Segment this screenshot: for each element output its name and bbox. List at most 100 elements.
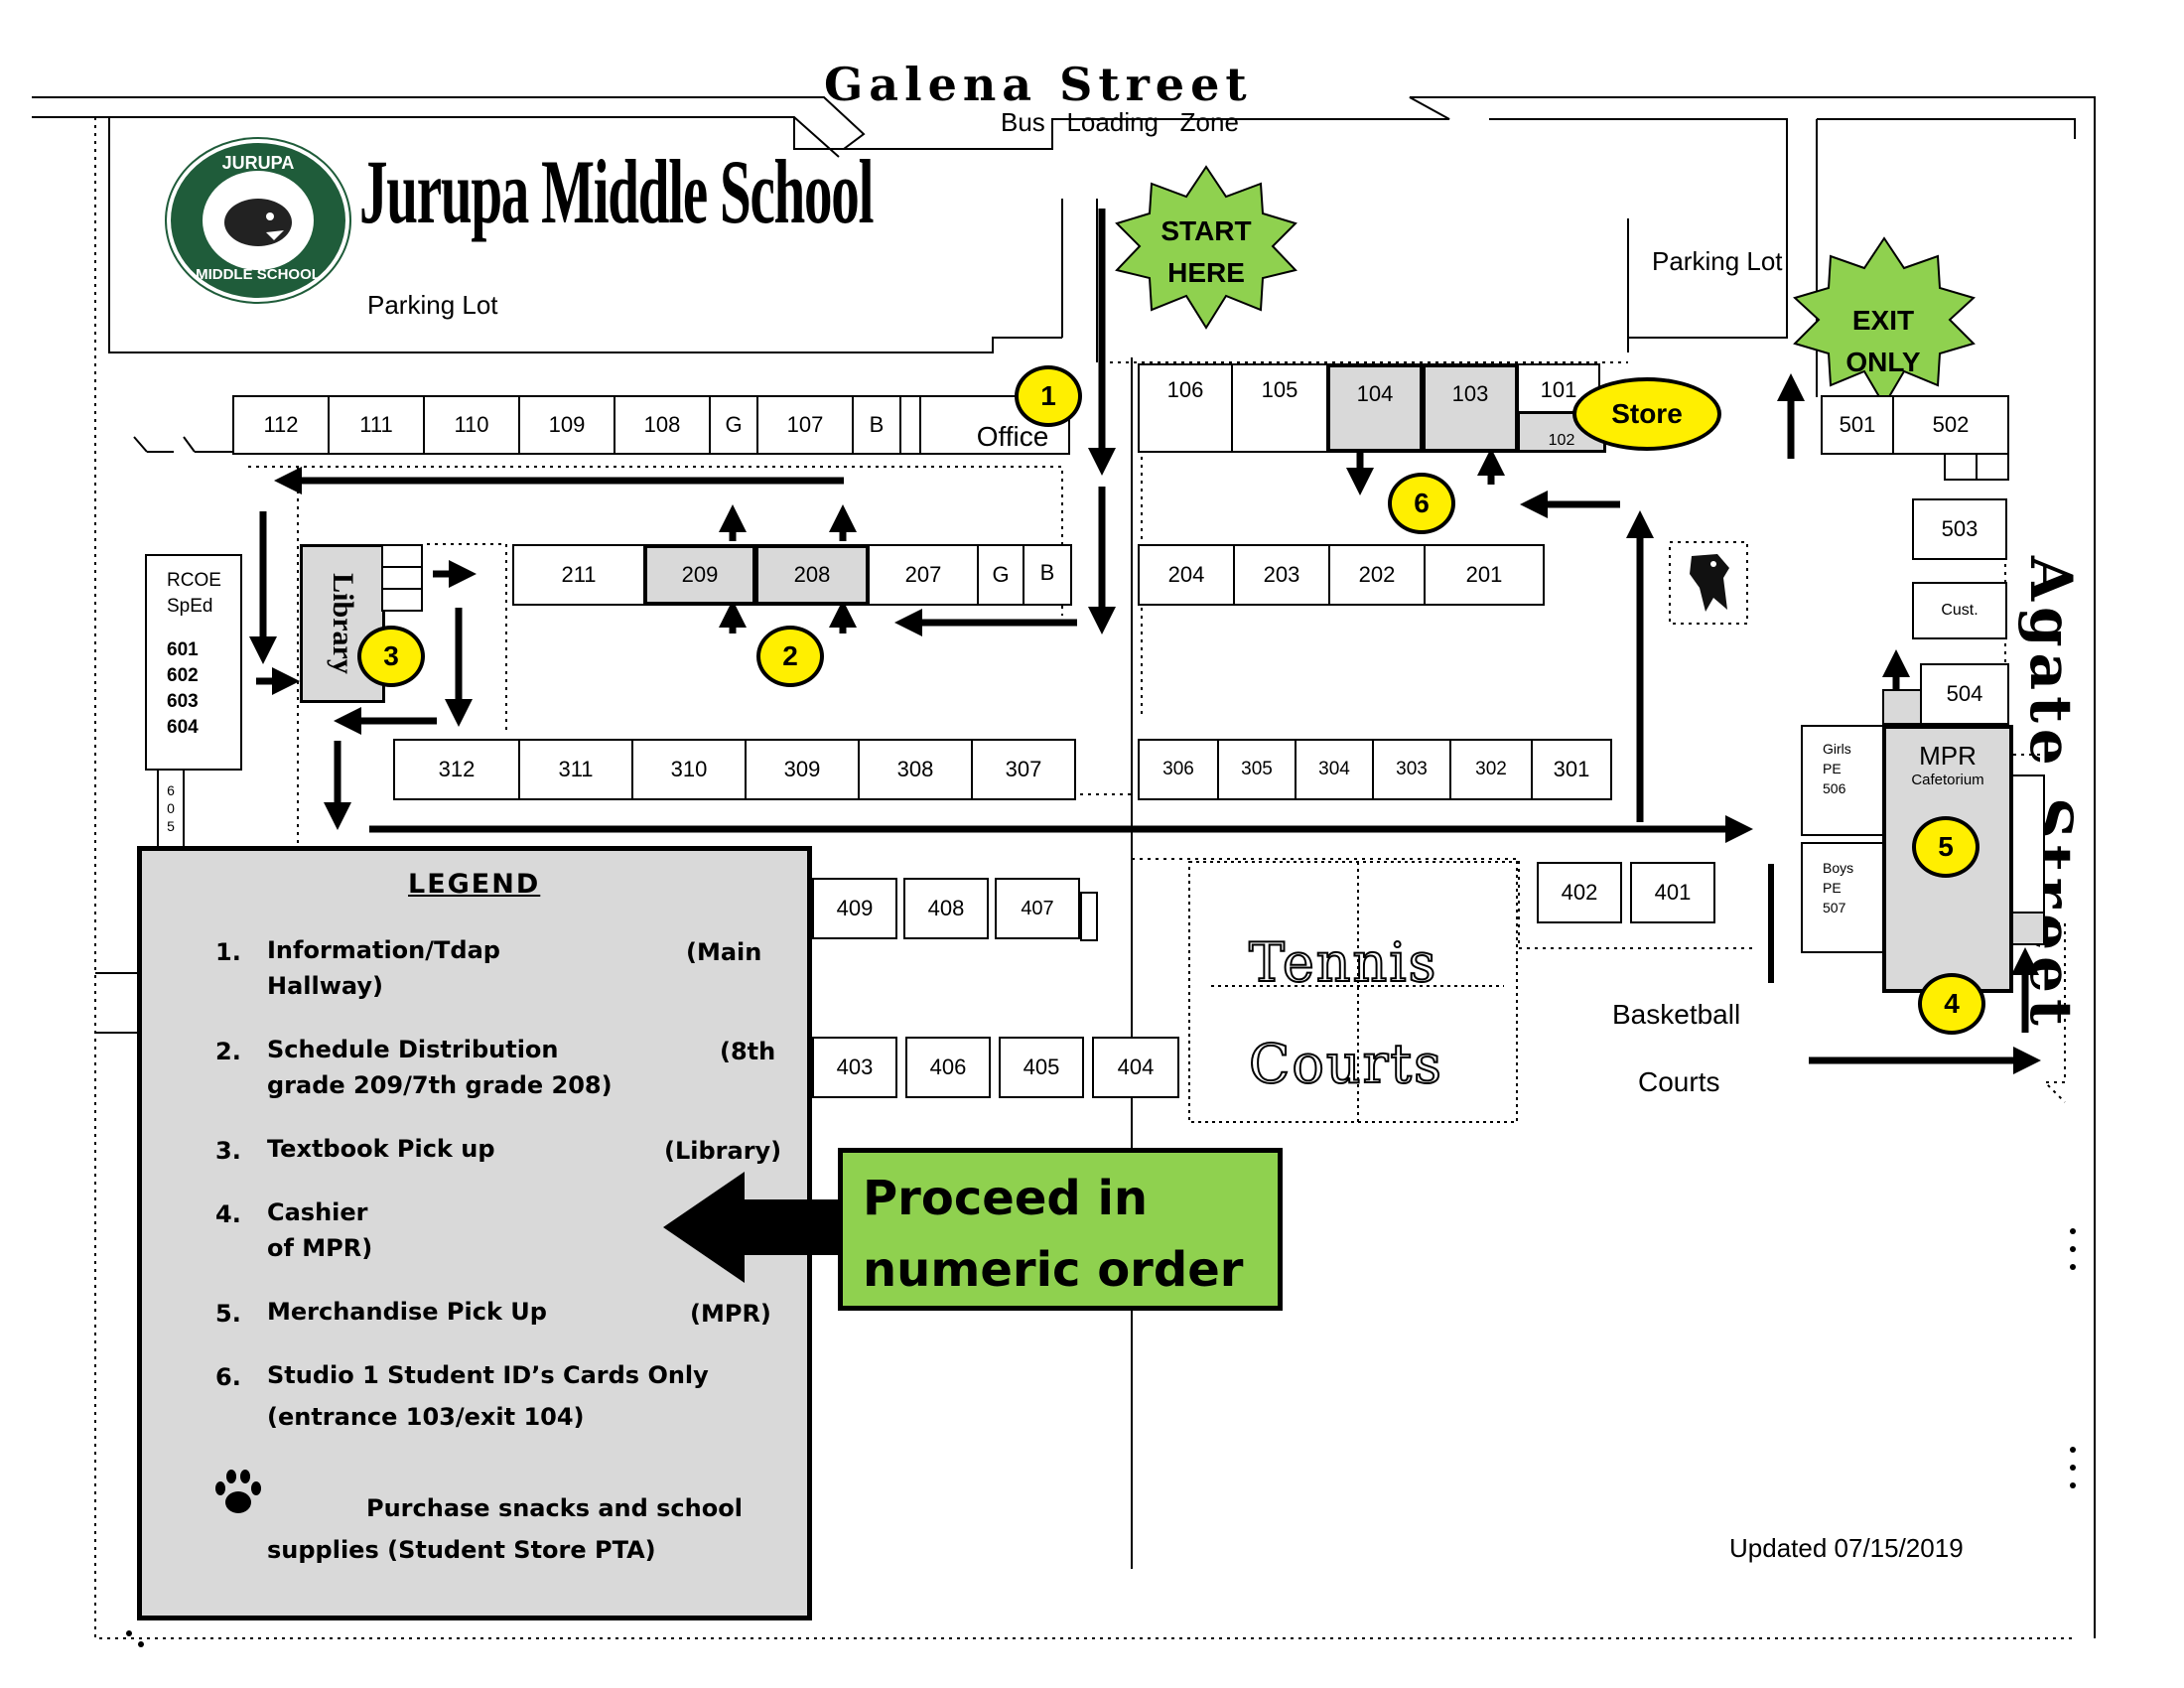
room-402: 402 (1537, 862, 1622, 923)
legend-right-1: (Main (686, 938, 762, 966)
school-logo: JURUPA MIDDLE SCHOOL (167, 139, 349, 302)
room-209: 209 (643, 544, 756, 606)
legend-text-2: Schedule Distribution (267, 1036, 559, 1063)
proceed-line2: numeric order (863, 1242, 1244, 1298)
left-arrow-icon (663, 1172, 852, 1283)
room-105: 105 (1231, 363, 1328, 453)
room-308: 308 (858, 739, 973, 800)
store-badge: Store (1572, 377, 1721, 451)
room-404: 404 (1092, 1037, 1179, 1098)
room-502-annex-a (1944, 453, 1978, 481)
legend-title: LEGEND (408, 869, 541, 900)
room-b-200: B (1023, 544, 1072, 606)
room-501: 501 (1821, 395, 1894, 455)
basketball-label: Basketball (1612, 999, 1741, 1030)
room-201: 201 (1424, 544, 1545, 606)
room-208: 208 (754, 544, 870, 606)
room-406: 406 (905, 1037, 991, 1098)
legend-num-1: 1. (215, 938, 241, 966)
rcoe-line1: RCOE (167, 570, 221, 591)
rcoe-line2: SpEd (167, 596, 213, 617)
room-202: 202 (1328, 544, 1426, 606)
parking-lot-left: Parking Lot (367, 290, 498, 320)
parking-lot-right: Parking Lot (1652, 246, 1783, 276)
mpr-title: MPR (1919, 741, 1977, 771)
bus-loading-zone: Bus Loading Zone (1001, 107, 1239, 137)
room-504: 504 (1920, 663, 2009, 725)
room-601: 601 (167, 639, 199, 660)
room-307: 307 (971, 739, 1076, 800)
room-211: 211 (512, 544, 645, 606)
logo-top-text: JURUPA (221, 153, 295, 173)
step-badge-5: 5 (1912, 816, 1979, 878)
room-104: 104 (1326, 363, 1424, 453)
room-g-200: G (977, 544, 1024, 606)
room-112: 112 (232, 395, 330, 455)
room-110: 110 (423, 395, 520, 455)
room-305: 305 (1217, 739, 1297, 800)
school-title: Jurupa Middle School (359, 141, 874, 242)
updated-date: Updated 07/15/2019 (1729, 1533, 1964, 1563)
room-109: 109 (518, 395, 615, 455)
exit-line1: EXIT (1851, 305, 1915, 336)
legend-line2-2: grade 209/7th grade 208) (267, 1071, 613, 1099)
room-405: 405 (999, 1037, 1084, 1098)
legend-text-4: Cashier (267, 1198, 368, 1226)
legend-line2-4: of MPR) (267, 1234, 373, 1262)
start-star (1115, 165, 1297, 330)
logo-bottom-text: MIDDLE SCHOOL (196, 266, 321, 283)
room-g-100: G (709, 395, 758, 455)
room-306: 306 (1138, 739, 1219, 800)
room-310: 310 (631, 739, 747, 800)
room-301: 301 (1531, 739, 1612, 800)
room-503: 503 (1912, 498, 2007, 560)
room-closet-a (899, 395, 921, 455)
room-304: 304 (1295, 739, 1374, 800)
room-407: 407 (995, 878, 1080, 939)
library-annex-b (381, 566, 423, 590)
mpr-sub: Cafetorium (1911, 772, 1984, 788)
step-badge-6: 6 (1388, 473, 1455, 534)
legend-text-6: Studio 1 Student ID’s Cards Only (267, 1361, 709, 1389)
room-106: 106 (1138, 363, 1233, 453)
mpr-stage (2011, 774, 2045, 914)
room-311: 311 (518, 739, 633, 800)
basketball-courts-label: Courts (1638, 1066, 1720, 1097)
step-badge-1: 1 (1015, 365, 1082, 427)
room-108: 108 (614, 395, 711, 455)
room-b-100: B (852, 395, 901, 455)
mpr-stage-annex (2011, 912, 2045, 945)
library-annex-c (381, 588, 423, 612)
legend-text-5: Merchandise Pick Up (267, 1298, 547, 1326)
room-207: 207 (868, 544, 979, 606)
room-204: 204 (1138, 544, 1235, 606)
step-badge-2: 2 (756, 626, 824, 687)
legend-text-1: Information/Tdap (267, 936, 500, 964)
room-312: 312 (393, 739, 520, 800)
room-303: 303 (1372, 739, 1451, 800)
room-409: 409 (812, 878, 897, 939)
legend-num-3: 3. (215, 1137, 241, 1165)
tennis-label: Tennis (1248, 930, 1438, 995)
mpr-vestibule (1882, 689, 1922, 725)
start-label: START HERE (1152, 211, 1261, 294)
legend-line2-1: Hallway) (267, 972, 383, 1000)
room-604: 604 (167, 717, 199, 738)
room-403: 403 (812, 1037, 897, 1098)
legend-right-3: (Library) (664, 1137, 782, 1165)
panther-icon (203, 171, 314, 270)
room-401: 401 (1630, 862, 1715, 923)
legend-paw-line1: Purchase snacks and school (366, 1494, 743, 1522)
legend-right-2: (8th (720, 1038, 776, 1065)
room-605: 6 0 5 (157, 769, 185, 848)
library-label: Library (327, 573, 360, 674)
legend-text-3: Textbook Pick up (267, 1135, 495, 1163)
room-111: 111 (328, 395, 425, 455)
room-602: 602 (167, 665, 199, 686)
room-309: 309 (745, 739, 860, 800)
legend-paw-line2: supplies (Student Store PTA) (267, 1536, 656, 1564)
room-203: 203 (1233, 544, 1330, 606)
legend-num-5: 5. (215, 1300, 241, 1328)
proceed-line1: Proceed in (863, 1171, 1149, 1226)
